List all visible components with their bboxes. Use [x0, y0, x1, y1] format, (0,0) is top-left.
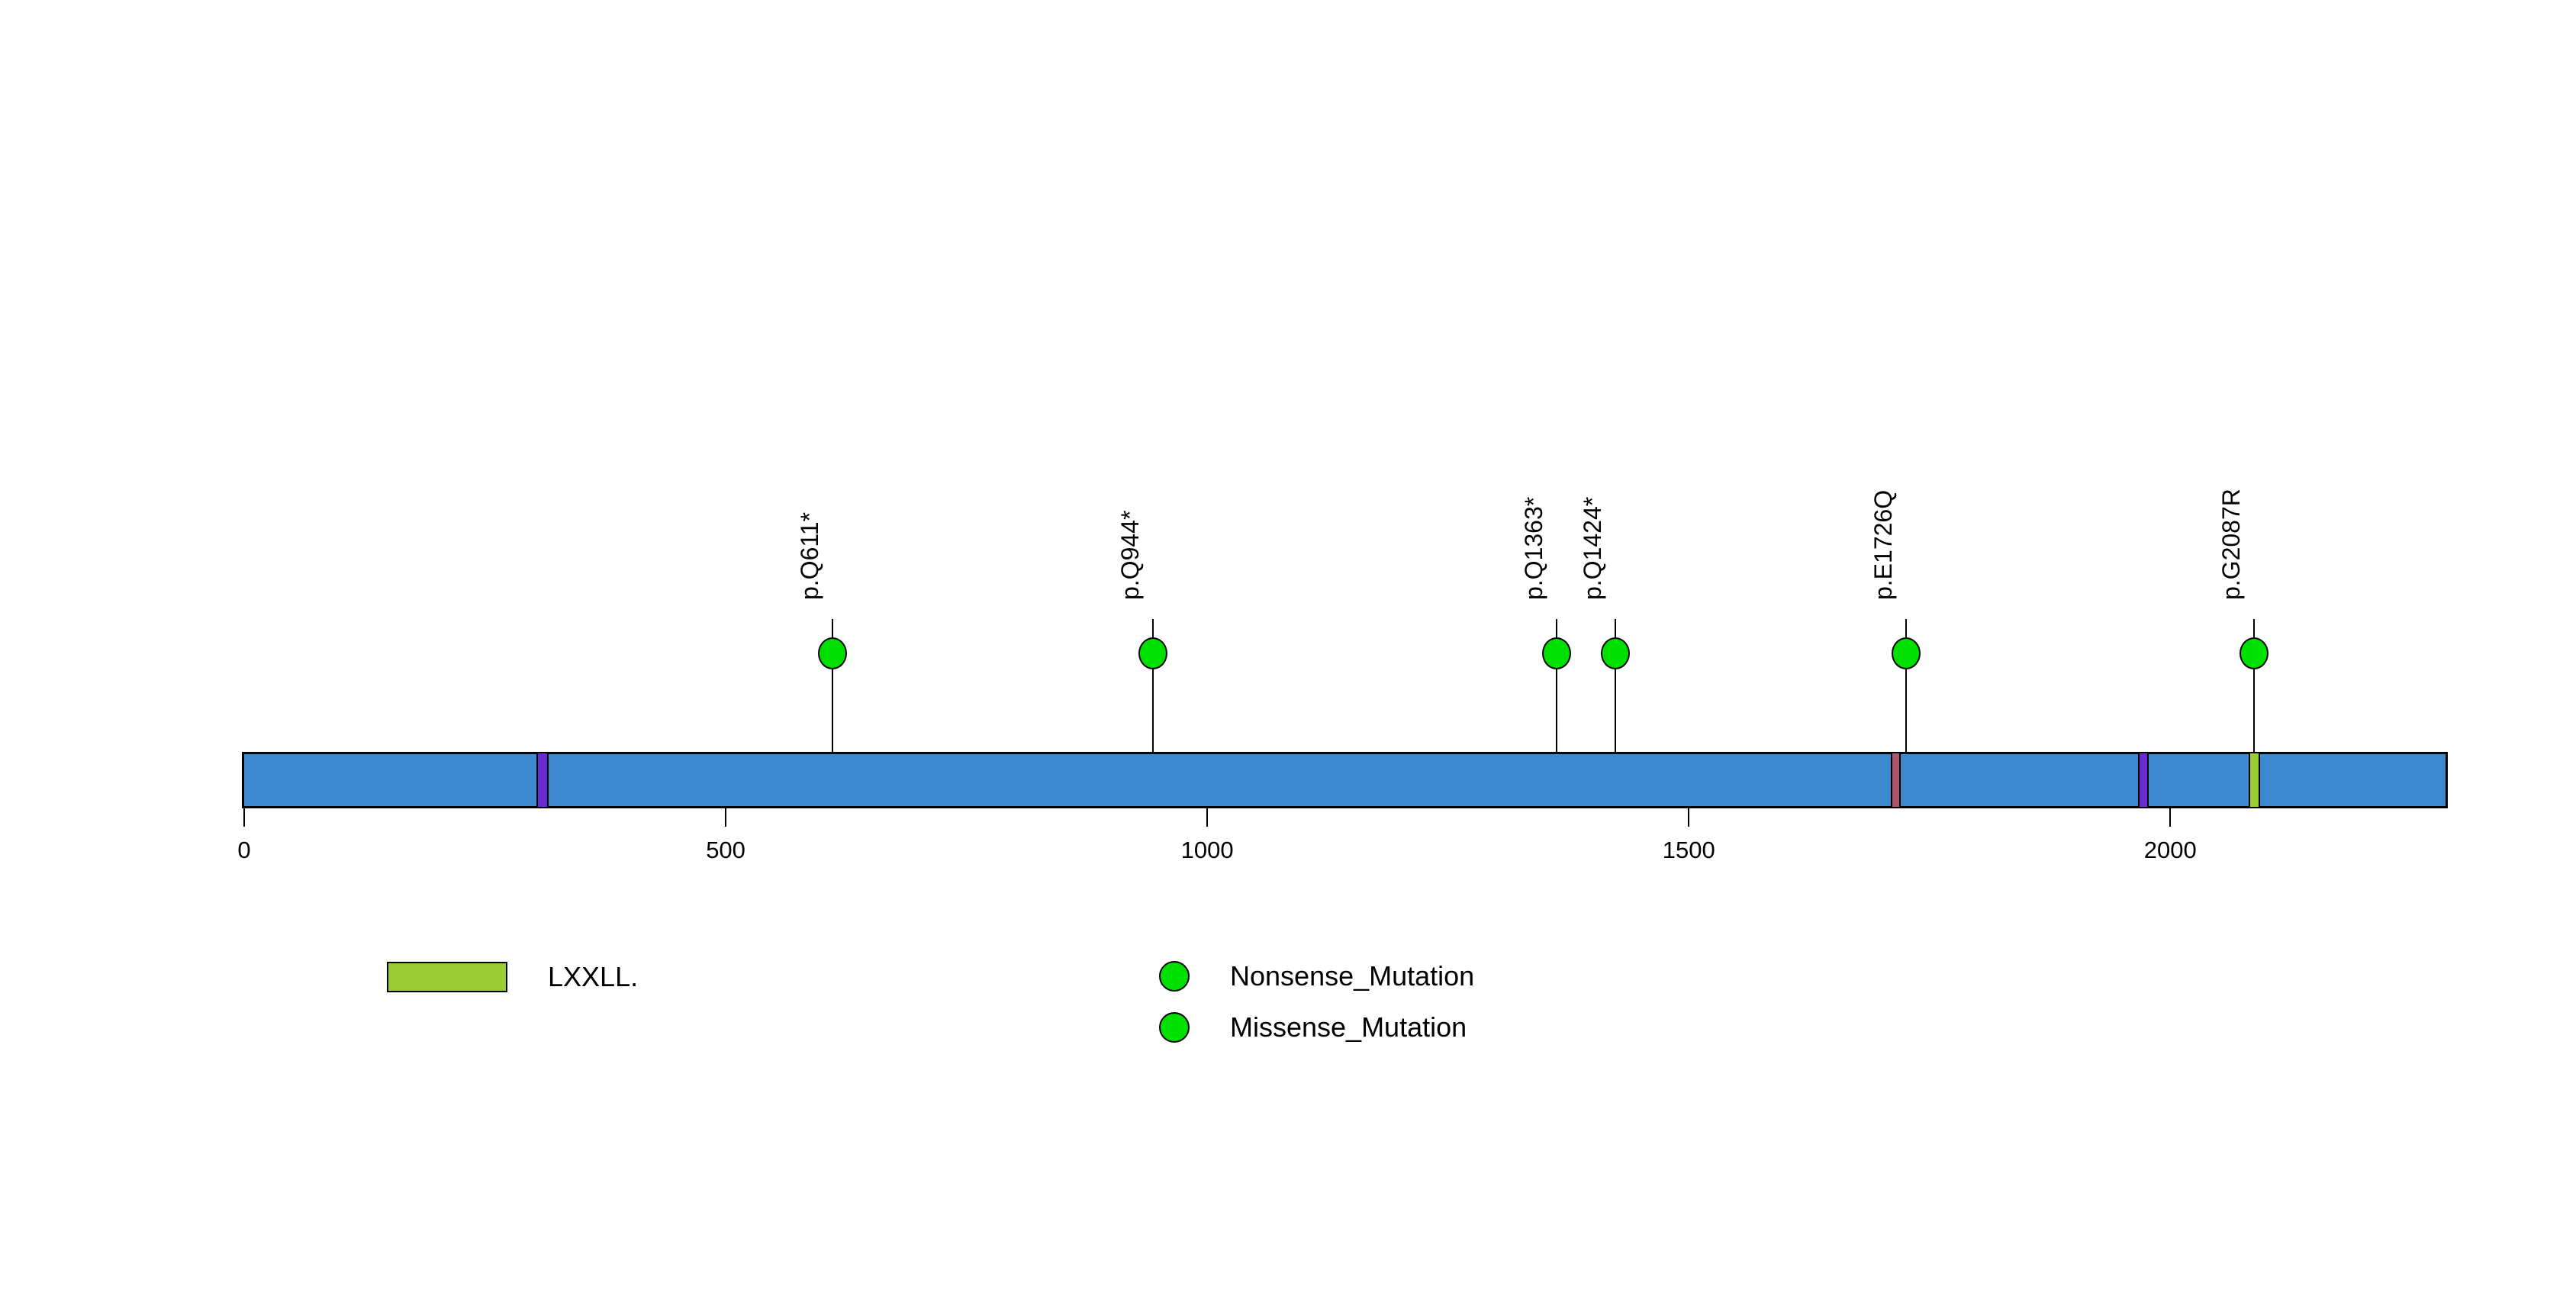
legend-domain-label: LXXLL.	[548, 961, 639, 992]
domain-mark	[536, 752, 549, 808]
axis-tick	[2169, 806, 2172, 827]
legend-domain-swatch	[387, 962, 507, 992]
axis-tick-label: 1500	[1662, 837, 1715, 863]
axis-tick-label: 1000	[1180, 837, 1234, 863]
legend-nonsense-swatch	[1159, 961, 1190, 992]
mutation-stem	[2253, 619, 2256, 805]
mutation-stem	[1615, 619, 1617, 805]
axis-tick	[725, 806, 727, 827]
mutation-circle	[818, 637, 848, 669]
legend-nonsense-label: Nonsense_Mutation	[1230, 960, 1475, 992]
mutation-circle	[1138, 637, 1168, 669]
legend-missense-label: Missense_Mutation	[1230, 1011, 1467, 1043]
axis-tick-label: 500	[706, 837, 745, 863]
mutation-stem	[1556, 619, 1558, 805]
legend-missense-swatch	[1159, 1012, 1190, 1043]
domain-mark-lxxll	[2249, 752, 2261, 808]
axis-tick	[1206, 806, 1209, 827]
axis-tick	[243, 806, 245, 827]
mutation-stem	[1152, 619, 1154, 805]
mutation-stem	[1905, 619, 1908, 805]
axis-tick	[1688, 806, 1690, 827]
mutation-circle	[1892, 637, 1921, 669]
domain-mark	[1890, 752, 1901, 808]
domain-mark	[2138, 752, 2149, 808]
protein-bar	[242, 752, 2448, 808]
mutation-circle	[1542, 637, 1572, 669]
axis-tick-label: 0	[237, 837, 251, 863]
mutation-stem	[832, 619, 834, 805]
mutation-circle	[2240, 637, 2269, 669]
axis-tick-label: 2000	[2143, 837, 2197, 863]
mutation-circle	[1601, 637, 1631, 669]
